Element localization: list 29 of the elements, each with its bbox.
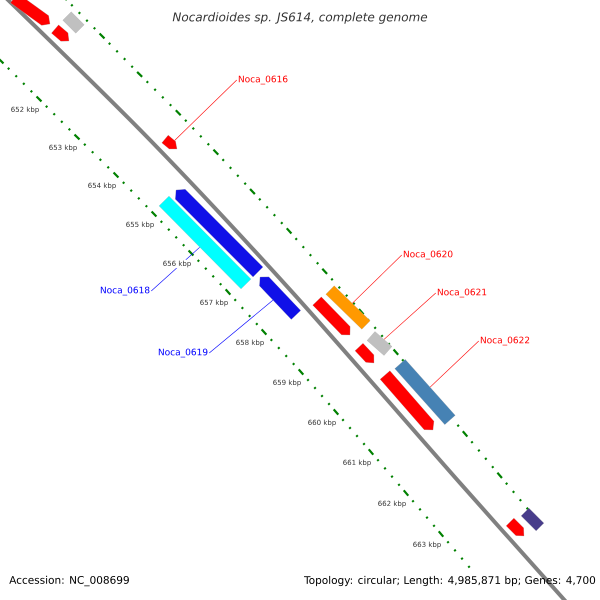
leader-line — [430, 340, 480, 388]
gene-feature — [259, 276, 301, 320]
gene-feature — [520, 508, 544, 532]
accession-note: Accession: NC_008699 — [9, 576, 129, 586]
gene-feature — [394, 359, 456, 425]
gene-label: Noca_0616 — [238, 76, 288, 84]
title: Nocardioides sp. JS614, complete genome — [172, 12, 428, 24]
gene-feature — [506, 518, 524, 536]
gene-feature — [366, 331, 392, 356]
genome-summary: Topology: circular; Length: 4,985,871 bp; Genes: 4,700 — [304, 576, 596, 586]
gene-feature — [312, 296, 350, 336]
gene-feature — [10, 0, 50, 26]
gene-feature — [158, 196, 252, 290]
gene-label: Noca_0618 — [100, 286, 150, 296]
gene-label: Noca_0621 — [438, 288, 486, 298]
gene-feature — [51, 24, 70, 42]
leader-line — [174, 80, 238, 141]
gene-feature — [326, 286, 370, 330]
gene-label: Noca_0620 — [404, 250, 452, 260]
gene-feature — [62, 12, 84, 34]
gene-feature — [380, 370, 434, 430]
gene-feature — [354, 343, 374, 364]
gene-label: Noca_0622 — [480, 336, 530, 346]
gene-feature — [162, 135, 178, 150]
leader-line — [352, 254, 402, 304]
leader-line — [384, 292, 436, 340]
leader-line — [208, 300, 274, 354]
gene-label: Noca_0619 — [158, 348, 208, 358]
gene-feature — [175, 189, 264, 278]
